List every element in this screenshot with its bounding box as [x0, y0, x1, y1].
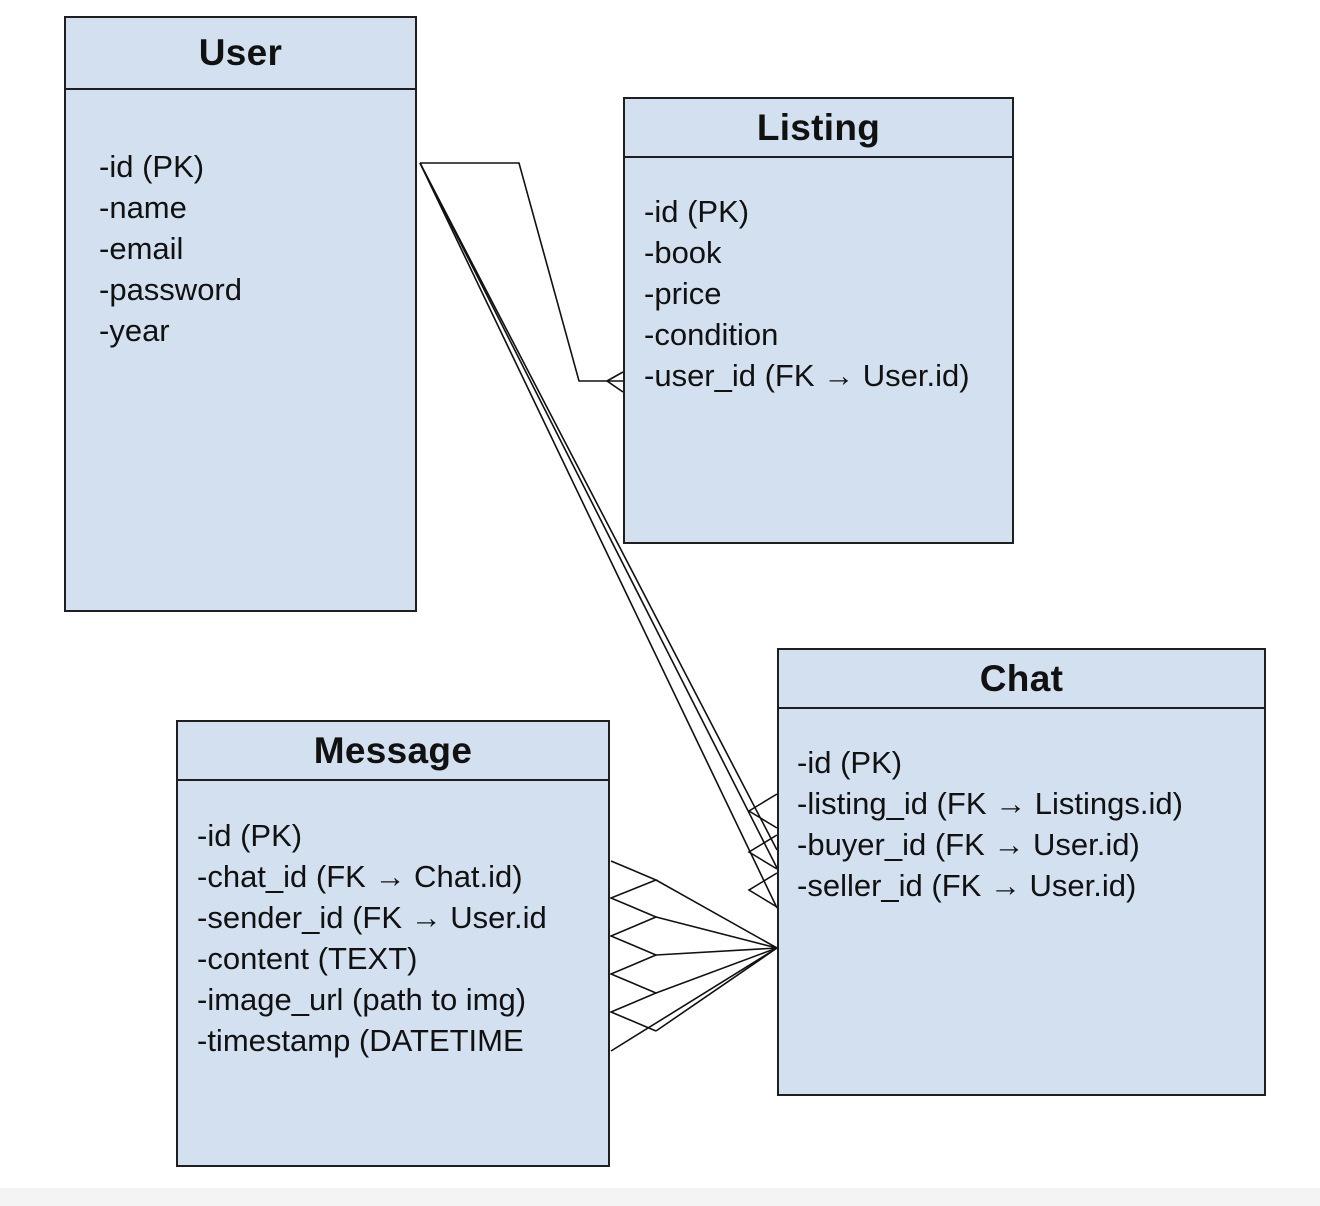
user-listing-crowfoot: [605, 371, 624, 393]
message-attr-image-url: -image_url (path to img): [197, 982, 527, 1017]
chat-attr-id: -id (PK): [797, 745, 903, 780]
user-attr-id: -id (PK): [99, 149, 205, 184]
chat-attr-listing-id: -listing_id (FK → Listings.id): [797, 786, 1183, 821]
user-attr-email: -email: [99, 231, 184, 266]
message-attr-timestamp: -timestamp (DATETIME: [197, 1023, 524, 1058]
chat-message-connectors: [610, 879, 778, 1052]
chat-crowfoot-listing: [747, 793, 778, 829]
canvas-bottom-strip: [0, 1188, 1320, 1206]
user-listing-connector: [420, 162, 623, 382]
listing-entity-title: Listing: [625, 99, 1012, 158]
user-attr-name: -name: [99, 190, 187, 225]
message-entity[interactable]: Message -id (PK) -chat_id (FK → Chat.id)…: [176, 720, 610, 1167]
message-crowfoot-zigzag: [608, 860, 659, 1032]
chat-crowfoot-buyer: [747, 834, 778, 870]
message-entity-title: Message: [178, 722, 608, 781]
chat-attr-buyer-id: -buyer_id (FK → User.id): [797, 827, 1140, 862]
message-attr-content: -content (TEXT): [197, 941, 418, 976]
chat-entity-title: Chat: [779, 650, 1264, 709]
user-entity-title: User: [66, 18, 415, 90]
listing-attr-id: -id (PK): [644, 194, 750, 229]
listing-attr-book: -book: [644, 235, 722, 270]
listing-attr-price: -price: [644, 276, 722, 311]
listing-attr-user-id: -user_id (FK → User.id): [644, 358, 970, 393]
user-attr-password: -password: [99, 272, 242, 307]
listing-attr-condition: -condition: [644, 317, 779, 352]
message-attr-chat-id: -chat_id (FK → Chat.id): [197, 859, 523, 894]
message-attr-id: -id (PK): [197, 818, 303, 853]
user-entity-attributes: -id (PK) -name -email -password -year: [66, 90, 415, 351]
message-entity-attributes: -id (PK) -chat_id (FK → Chat.id) -sender…: [178, 781, 608, 1061]
message-attr-sender-id: -sender_id (FK → User.id: [197, 900, 547, 935]
user-entity[interactable]: User -id (PK) -name -email -password -ye…: [64, 16, 417, 612]
listing-entity-attributes: -id (PK) -book -price -condition -user_i…: [625, 158, 1012, 396]
user-attr-year: -year: [99, 313, 170, 348]
chat-crowfoot-seller: [747, 872, 778, 908]
listing-entity[interactable]: Listing -id (PK) -book -price -condition…: [623, 97, 1014, 544]
chat-entity[interactable]: Chat -id (PK) -listing_id (FK → Listings…: [777, 648, 1266, 1096]
chat-attr-seller-id: -seller_id (FK → User.id): [797, 868, 1137, 903]
chat-entity-attributes: -id (PK) -listing_id (FK → Listings.id) …: [779, 709, 1264, 906]
